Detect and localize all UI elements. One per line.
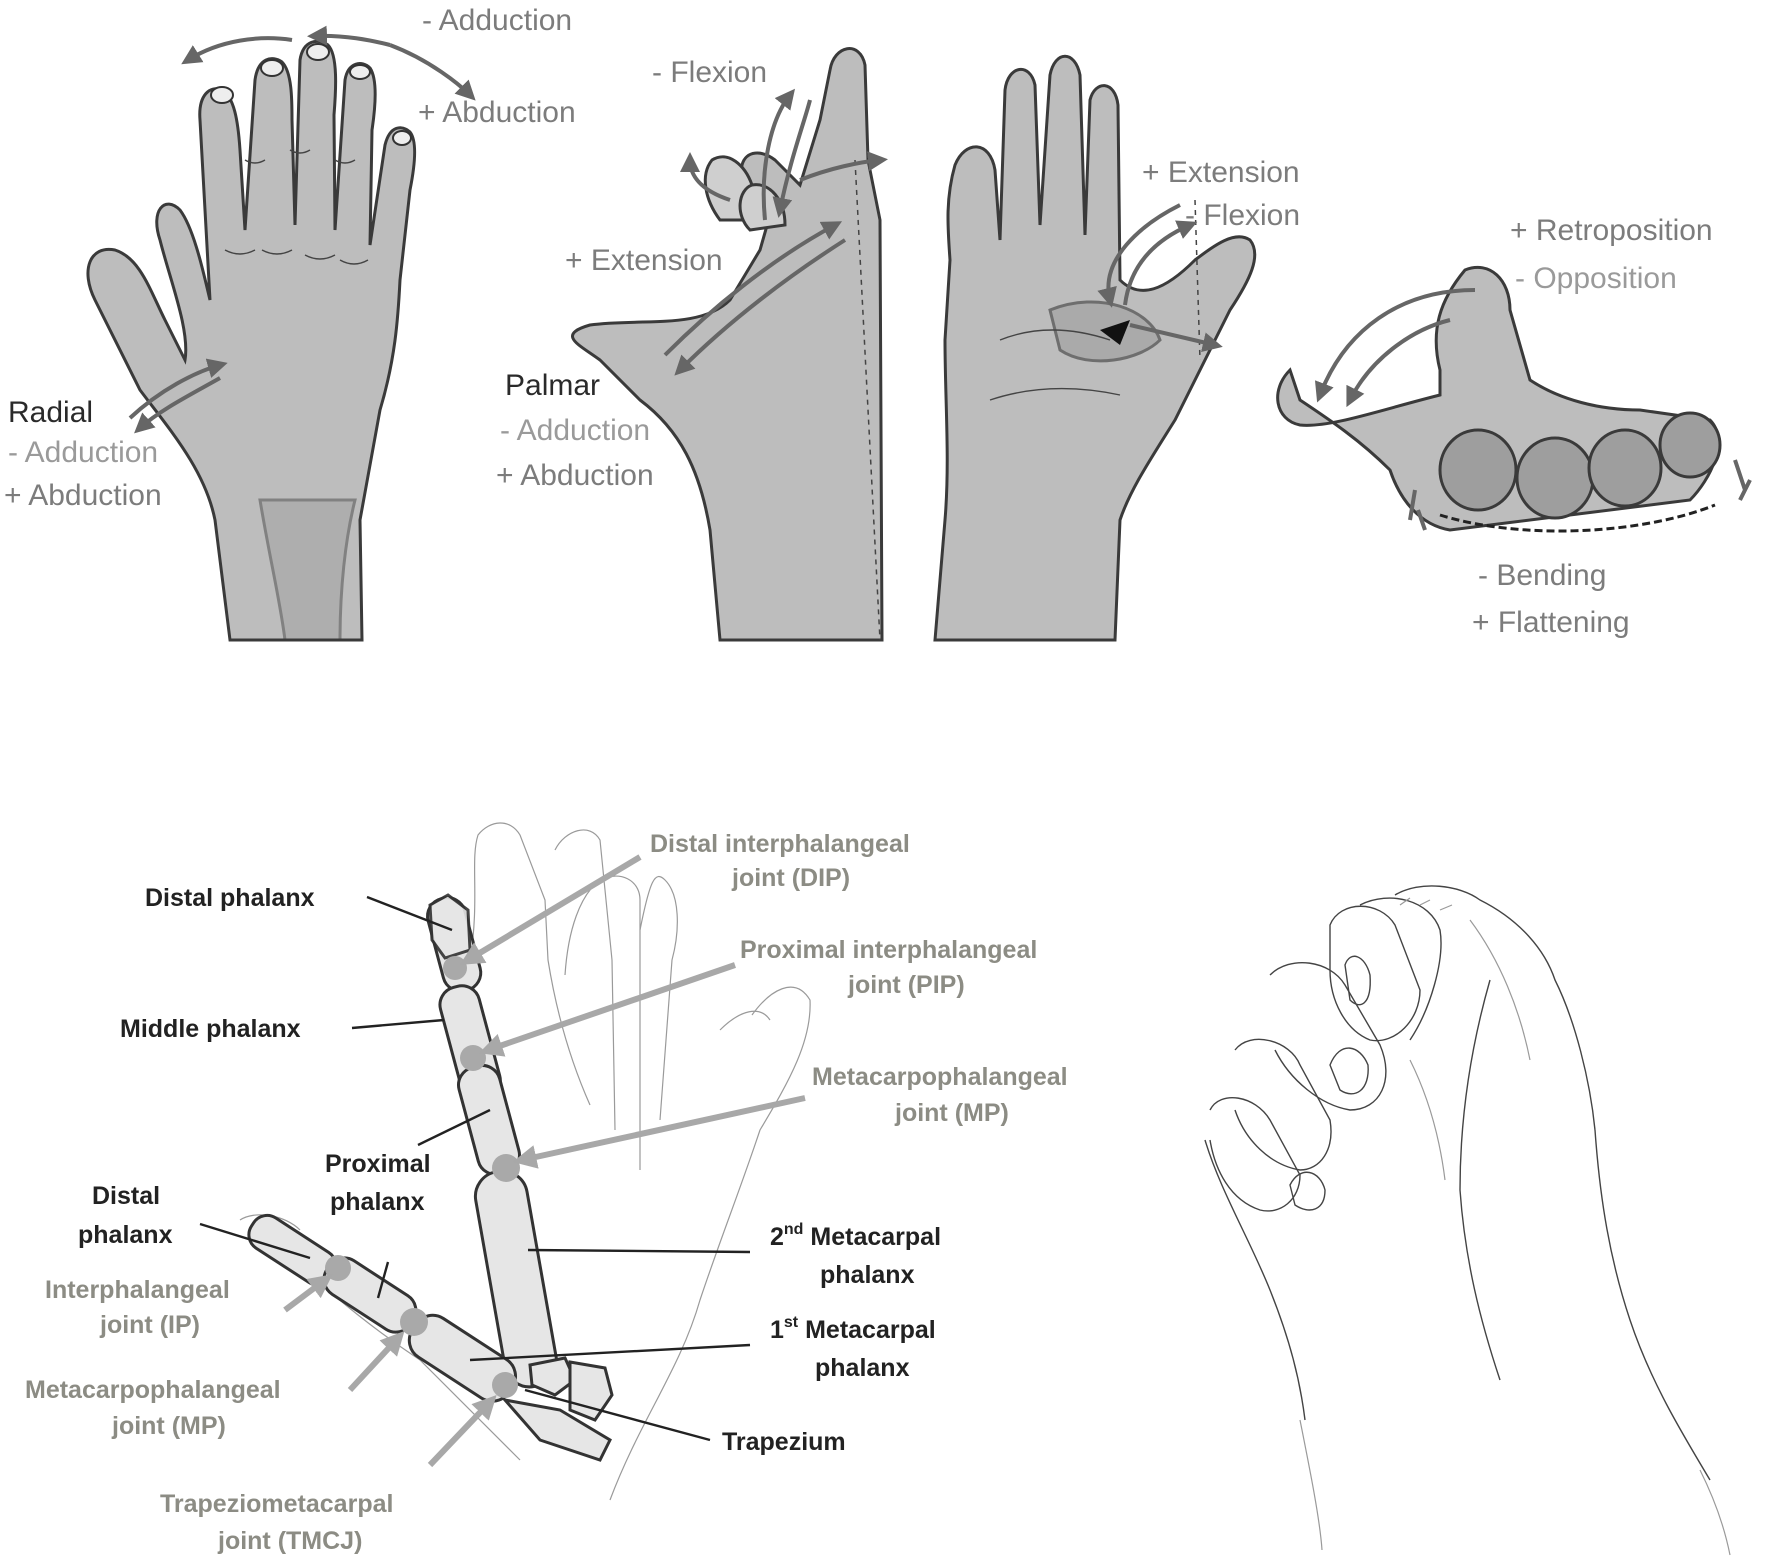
finger-bones [247, 893, 614, 1462]
proximal-phalanx-label-2: phalanx [330, 1188, 425, 1216]
abduction-label: + Abduction [418, 96, 576, 129]
opposition-label: - Opposition [1515, 262, 1677, 295]
first-metacarpal-label-2: phalanx [815, 1354, 910, 1382]
fist-sketch [1204, 885, 1731, 1556]
joint-dot-icon [492, 1154, 520, 1182]
extension-label-2: + Extension [1142, 156, 1300, 189]
dip-label-2: joint (DIP) [731, 864, 850, 892]
extension-label: + Extension [565, 244, 723, 277]
joint-dot-icon [443, 956, 467, 980]
flexion-label-2: - Flexion [1185, 199, 1300, 232]
mp-label-2: joint (MP) [894, 1099, 1009, 1127]
joint-dot-icon [325, 1255, 351, 1281]
curved-arrow-icon [307, 25, 391, 47]
joint-arrows [283, 854, 806, 1468]
joint-dot-icon [492, 1372, 518, 1398]
curved-arrow-icon [680, 152, 731, 202]
curved-arrow-icon [181, 36, 293, 65]
thumb-distal-label-1: Distal [92, 1182, 160, 1210]
thumb-mp-label-1: Metacarpophalangeal [25, 1376, 281, 1404]
palmar-label: Palmar [505, 369, 600, 402]
curved-arrow-icon [1129, 323, 1223, 352]
curved-arrow-icon [761, 88, 795, 221]
ip-label-2: joint (IP) [99, 1311, 200, 1339]
thumb-flexion-illustration [571, 47, 888, 642]
middle-phalanx-label: Middle phalanx [120, 1015, 301, 1043]
adduction-label: - Adduction [422, 4, 572, 37]
dip-label-1: Distal interphalangeal [650, 830, 910, 858]
curved-arrow-icon [389, 43, 476, 101]
joint-dot-icon [460, 1045, 486, 1071]
bending-label: - Bending [1478, 559, 1606, 592]
curved-arrow-icon [772, 99, 812, 218]
palmar-abduction-label: + Abduction [496, 459, 654, 492]
curved-arrow-icon [1314, 288, 1476, 403]
curved-arrow-icon [1733, 459, 1752, 501]
trapezium-label: Trapezium [722, 1428, 846, 1456]
curved-arrow-icon [1097, 203, 1181, 308]
curved-arrow-icon [1123, 220, 1198, 306]
curved-arrow-icon [1408, 489, 1427, 531]
pip-label-2: joint (PIP) [847, 971, 965, 999]
anatomy-leaders [199, 895, 751, 1442]
proximal-phalanx-label-1: Proximal [325, 1150, 431, 1178]
radial-adduction-label: - Adduction [8, 436, 158, 469]
curved-arrow-icon [1346, 318, 1451, 408]
radial-label: Radial [8, 396, 93, 429]
curved-arrow-icon [134, 376, 221, 434]
second-metacarpal-label: 2nd Metacarpal [770, 1221, 941, 1251]
tmcj-label-1: Trapeziometacarpal [160, 1490, 393, 1518]
joint-dot-icon [400, 1308, 428, 1336]
curved-arrow-icon [128, 358, 228, 420]
thumb-mp-label-2: joint (MP) [111, 1412, 226, 1440]
curved-arrow-icon [663, 221, 843, 357]
palm-illustration [933, 54, 1257, 642]
thumb-distal-label-2: phalanx [78, 1221, 173, 1249]
dorsal-hand-illustration [86, 25, 476, 642]
flexion-label: - Flexion [652, 56, 767, 89]
tmcj-label-2: joint (TMCJ) [217, 1527, 362, 1555]
second-metacarpal-label-2: phalanx [820, 1261, 915, 1289]
palmar-adduction-label: - Adduction [500, 414, 650, 447]
first-metacarpal-label: 1st Metacarpal [770, 1314, 936, 1344]
radial-abduction-label: + Abduction [4, 479, 162, 512]
end-view-illustration [1276, 265, 1752, 533]
pip-label-1: Proximal interphalangeal [740, 936, 1037, 964]
curved-arrow-icon [799, 151, 888, 182]
mp-label-1: Metacarpophalangeal [812, 1063, 1068, 1091]
retroposition-label: + Retroposition [1510, 214, 1713, 247]
flattening-label: + Flattening [1472, 606, 1630, 639]
ip-label-1: Interphalangeal [45, 1276, 230, 1304]
distal-phalanx-label: Distal phalanx [145, 884, 315, 912]
curved-arrow-icon [674, 238, 847, 376]
